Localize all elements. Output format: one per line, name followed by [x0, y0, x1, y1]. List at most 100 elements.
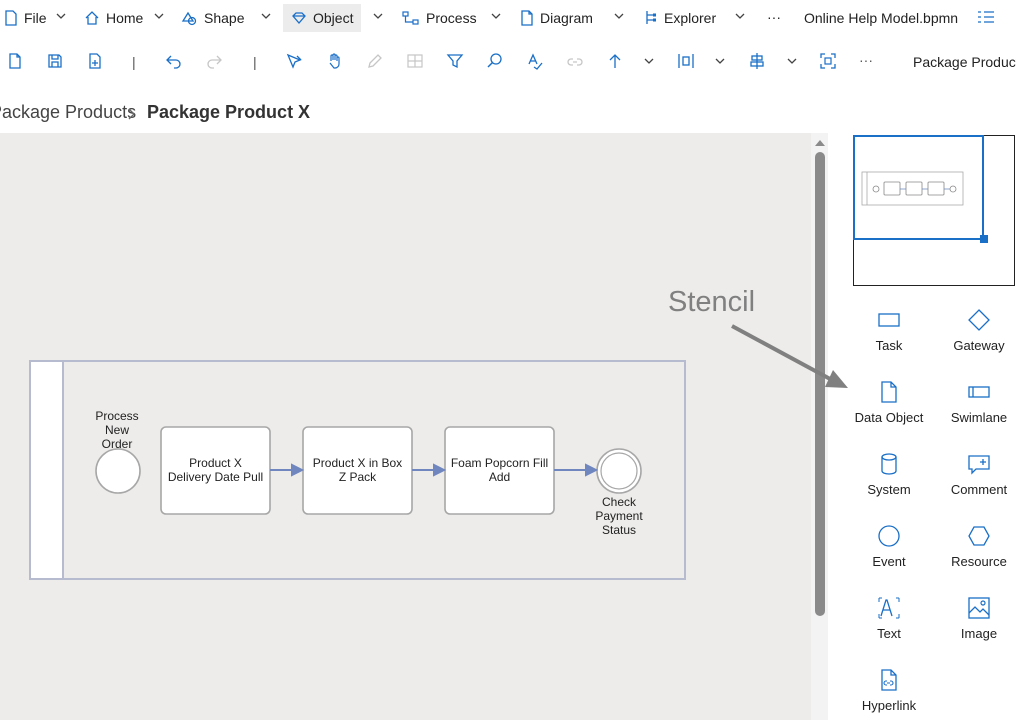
fit-to-screen-icon[interactable]	[819, 52, 837, 70]
toolbar: | | ··· Package Product	[0, 44, 1016, 80]
stencil-image[interactable]: Image	[934, 594, 1016, 654]
stencil-data-object[interactable]: Data Object	[844, 378, 934, 438]
end-event[interactable]	[596, 448, 642, 494]
event-circle-icon	[878, 525, 900, 547]
link-icon[interactable]	[566, 52, 584, 70]
label-line: Product X in Box	[312, 456, 403, 470]
menu-explorer[interactable]: Explorer	[644, 4, 716, 32]
chevron-down-icon[interactable]	[55, 10, 67, 22]
chevron-down-icon[interactable]	[714, 55, 726, 67]
menu-object-label: Object	[313, 10, 354, 26]
document-title: Online Help Model.bpmn	[804, 10, 959, 26]
gateway-diamond-icon	[968, 309, 990, 331]
end-event-label: Check Payment Status	[582, 495, 656, 537]
image-picture-icon	[968, 597, 990, 619]
spelling-check-icon[interactable]	[526, 52, 544, 70]
menu-home-label: Home	[106, 10, 144, 26]
minimap-viewport[interactable]	[853, 135, 984, 240]
menu-diagram[interactable]: Diagram	[520, 4, 593, 32]
pencil-icon[interactable]	[366, 52, 384, 70]
chevron-down-icon[interactable]	[734, 10, 746, 22]
undo-icon[interactable]	[165, 52, 183, 70]
toolbar-separator: |	[132, 54, 136, 70]
menu-file[interactable]: File	[4, 4, 47, 32]
chevron-down-icon[interactable]	[786, 55, 798, 67]
menu-explorer-label: Explorer	[664, 10, 717, 26]
pointer-select-icon[interactable]	[285, 52, 305, 70]
scrollbar-thumb[interactable]	[815, 152, 825, 616]
task-rectangle-icon	[878, 313, 900, 327]
toolbar-more-button[interactable]: ···	[859, 52, 873, 68]
stencil-image-label: Image	[960, 626, 998, 641]
label-line: Z Pack	[338, 470, 377, 484]
minimap-preview	[861, 171, 964, 206]
stencil-system[interactable]: System	[844, 450, 934, 510]
distribute-icon[interactable]	[677, 52, 695, 70]
flow-arrowhead	[433, 463, 447, 477]
stencil-comment[interactable]: Comment	[934, 450, 1016, 510]
chevron-down-icon[interactable]	[643, 55, 655, 67]
breadcrumb-parent[interactable]: Package Products	[0, 102, 137, 122]
save-icon[interactable]	[46, 52, 64, 70]
redo-icon[interactable]	[205, 52, 223, 70]
menu-shape[interactable]: Shape	[180, 4, 244, 32]
annotation-arrow	[731, 324, 848, 388]
end-event-inner-ring	[600, 452, 638, 490]
menu-home[interactable]: Home	[84, 4, 143, 32]
chevron-down-icon[interactable]	[372, 10, 384, 22]
chevron-down-icon[interactable]	[153, 10, 165, 22]
menu-diagram-label: Diagram	[540, 10, 593, 26]
arrow-up-icon[interactable]	[606, 52, 624, 70]
new-file-icon[interactable]	[6, 52, 24, 70]
menu-more-button[interactable]: ···	[767, 3, 781, 31]
task-delivery-date-pull-label: Product X Delivery Date Pull	[161, 456, 270, 484]
flow-arrowhead	[585, 463, 599, 477]
menu-bar: File Home Shape Object Process Diagram	[0, 0, 1016, 38]
stencil-gateway[interactable]: Gateway	[934, 306, 1016, 366]
list-view-icon[interactable]	[977, 10, 995, 24]
start-event[interactable]	[95, 448, 141, 494]
minimap[interactable]	[853, 135, 1015, 286]
pool-header[interactable]	[29, 360, 64, 580]
search-icon[interactable]	[486, 52, 504, 70]
align-center-icon[interactable]	[748, 52, 766, 70]
swimlane-icon	[968, 386, 990, 398]
menu-process[interactable]: Process	[402, 4, 477, 32]
grid-table-icon[interactable]	[406, 52, 424, 70]
stencil-gateway-label: Gateway	[953, 338, 1005, 353]
add-page-icon[interactable]	[86, 52, 104, 70]
filter-icon[interactable]	[446, 52, 464, 70]
stencil-resource[interactable]: Resource	[934, 522, 1016, 582]
pan-hand-icon[interactable]	[326, 52, 344, 70]
database-cylinder-icon	[881, 453, 897, 475]
stencil-comment-label: Comment	[950, 482, 1008, 497]
process-diagram	[29, 360, 686, 580]
menu-object[interactable]: Object	[283, 4, 362, 32]
label-line: Add	[488, 470, 511, 484]
stencil-event[interactable]: Event	[844, 522, 934, 582]
scroll-up-arrow-icon[interactable]	[815, 139, 825, 147]
menu-file-label: File	[24, 10, 47, 26]
start-event-label: Process New Order	[80, 409, 154, 451]
data-object-icon	[881, 381, 897, 403]
stencil-text-label: Text	[877, 626, 901, 641]
diagram-canvas[interactable]: Process New Order Product X Delivery Dat…	[0, 133, 811, 720]
stencil-text[interactable]: Text	[844, 594, 934, 654]
stencil-resource-label: Resource	[951, 554, 1007, 569]
diamond-gem-icon	[291, 10, 307, 26]
resource-hexagon-icon	[968, 526, 990, 546]
stencil-task[interactable]: Task	[844, 306, 934, 366]
stencil-swimlane[interactable]: Swimlane	[934, 378, 1016, 438]
stencil-hyperlink[interactable]: Hyperlink	[844, 666, 934, 726]
stencil-data-object-label: Data Object	[854, 410, 924, 425]
tree-explorer-icon	[644, 10, 658, 26]
chevron-down-icon[interactable]	[613, 10, 625, 22]
chevron-down-icon[interactable]	[490, 10, 502, 22]
stencil-system-label: System	[867, 482, 911, 497]
label-line: Order	[101, 437, 133, 451]
label-line: New	[104, 423, 129, 437]
chevron-down-icon[interactable]	[260, 10, 272, 22]
stencil-task-label: Task	[875, 338, 903, 353]
minimap-resize-handle[interactable]	[980, 235, 988, 243]
label-line: Product X	[189, 456, 242, 470]
